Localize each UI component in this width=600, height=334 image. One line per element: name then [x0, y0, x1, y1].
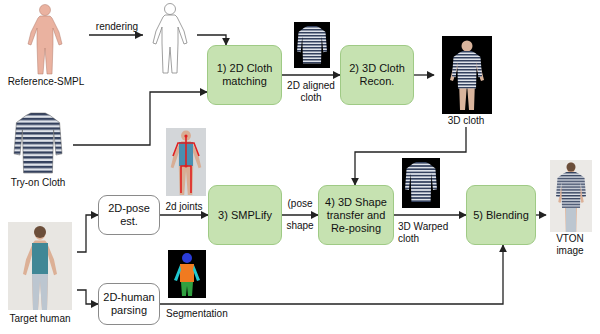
reference-smpl-figure [28, 5, 62, 75]
joints-image [184, 134, 187, 137]
segmentation-image [193, 265, 200, 281]
segmentation-image [181, 282, 193, 296]
flow-arrow [414, 74, 434, 75]
rendered-silhouette [153, 4, 187, 74]
joints-image [181, 143, 186, 193]
target-human-photo [34, 226, 46, 238]
joints-image [166, 128, 206, 196]
process-box: 2) 3D Cloth Recon. [340, 45, 414, 105]
flow-arrow [536, 214, 546, 215]
edge-label: Segmentation [166, 308, 246, 320]
box-label: 1) 2D Cloth matching [213, 62, 276, 88]
try-on-cloth-image [14, 113, 62, 173]
try-on-cloth-image [14, 113, 62, 173]
image-caption: VTON image [546, 232, 594, 257]
vton-result-photo [556, 172, 586, 208]
image-caption: Target human [3, 312, 77, 325]
process-box: 4) 3D Shape transfer and Re-posing [318, 185, 394, 245]
reference-smpl-figure [28, 5, 62, 75]
segmentation-image [180, 264, 194, 282]
segmentation-image [168, 250, 206, 298]
segmentation-image [174, 265, 181, 281]
3d-cloth-image [442, 36, 492, 114]
box-label: 2D-pose est. [103, 202, 155, 228]
flow-arrow [77, 215, 98, 252]
segmentation-image [168, 250, 206, 298]
flow-arrow [282, 214, 318, 215]
aligned-cloth-image [297, 26, 327, 64]
3d-cloth-image [442, 36, 492, 114]
flow-arrow [160, 214, 208, 215]
flow-arrow [73, 92, 207, 145]
segmentation-image [182, 253, 192, 263]
image-caption: Try-on Cloth [3, 176, 73, 189]
image-figure: VTON image [546, 160, 594, 257]
image-caption: Reference-SMPL [3, 75, 89, 88]
rendered-silhouette [143, 2, 197, 74]
image-figure: Try-on Cloth [3, 112, 73, 189]
vton-result-photo [567, 163, 576, 172]
flow-arrow [77, 290, 98, 304]
flow-arrow [394, 214, 466, 215]
input-box: 2D-pose est. [98, 195, 160, 235]
image-figure: Target human [3, 220, 77, 325]
box-label: 3) SMPLify [218, 209, 272, 222]
edge-label: 2D aligned cloth [283, 80, 339, 104]
vton-result-photo [550, 160, 592, 232]
warped-cloth-image [402, 158, 440, 208]
vton-result-photo [550, 160, 592, 232]
box-label: 5) Blending [473, 209, 529, 222]
flow-arrow [160, 245, 503, 304]
3d-cloth-image [452, 51, 482, 89]
joints-image [166, 128, 206, 196]
edge-label: 2d joints [159, 201, 209, 213]
box-label: 2) 3D Cloth Recon. [346, 62, 408, 88]
process-box: 1) 2D Cloth matching [207, 45, 282, 105]
aligned-cloth-image [294, 22, 330, 68]
edge-label: 3D Warped cloth [398, 221, 462, 245]
target-human-photo [8, 222, 72, 310]
vton-result-photo [566, 208, 576, 232]
image-figure: 3D cloth [434, 36, 498, 127]
joints-image [171, 130, 202, 195]
target-human-photo [32, 274, 48, 310]
edge-label: rendering [90, 21, 144, 33]
rendered-silhouette [135, 2, 197, 74]
box-label: 2D-human parsing [103, 291, 155, 317]
image-figure: Reference-SMPL [3, 3, 89, 88]
joints-image [184, 164, 187, 167]
joints-image [186, 166, 191, 193]
flow-arrow [282, 74, 340, 75]
warped-cloth-image [402, 158, 440, 208]
process-box: 3) SMPLify [208, 185, 282, 245]
box-label: 4) 3D Shape transfer and Re-posing [324, 196, 388, 235]
image-caption: 3D cloth [434, 114, 498, 127]
3d-cloth-image [450, 41, 484, 111]
joints-image [186, 143, 199, 156]
joints-image [173, 136, 186, 156]
rendered-silhouette [135, 31, 143, 39]
target-human-photo [8, 222, 72, 310]
target-human-photo [32, 243, 48, 276]
aligned-cloth-image [294, 22, 330, 68]
edge-label: (pose shape [283, 193, 317, 237]
input-box: 2D-human parsing [98, 283, 160, 325]
process-box: 5) Blending [466, 185, 536, 245]
target-human-photo [23, 227, 57, 310]
warped-cloth-image [405, 162, 437, 202]
